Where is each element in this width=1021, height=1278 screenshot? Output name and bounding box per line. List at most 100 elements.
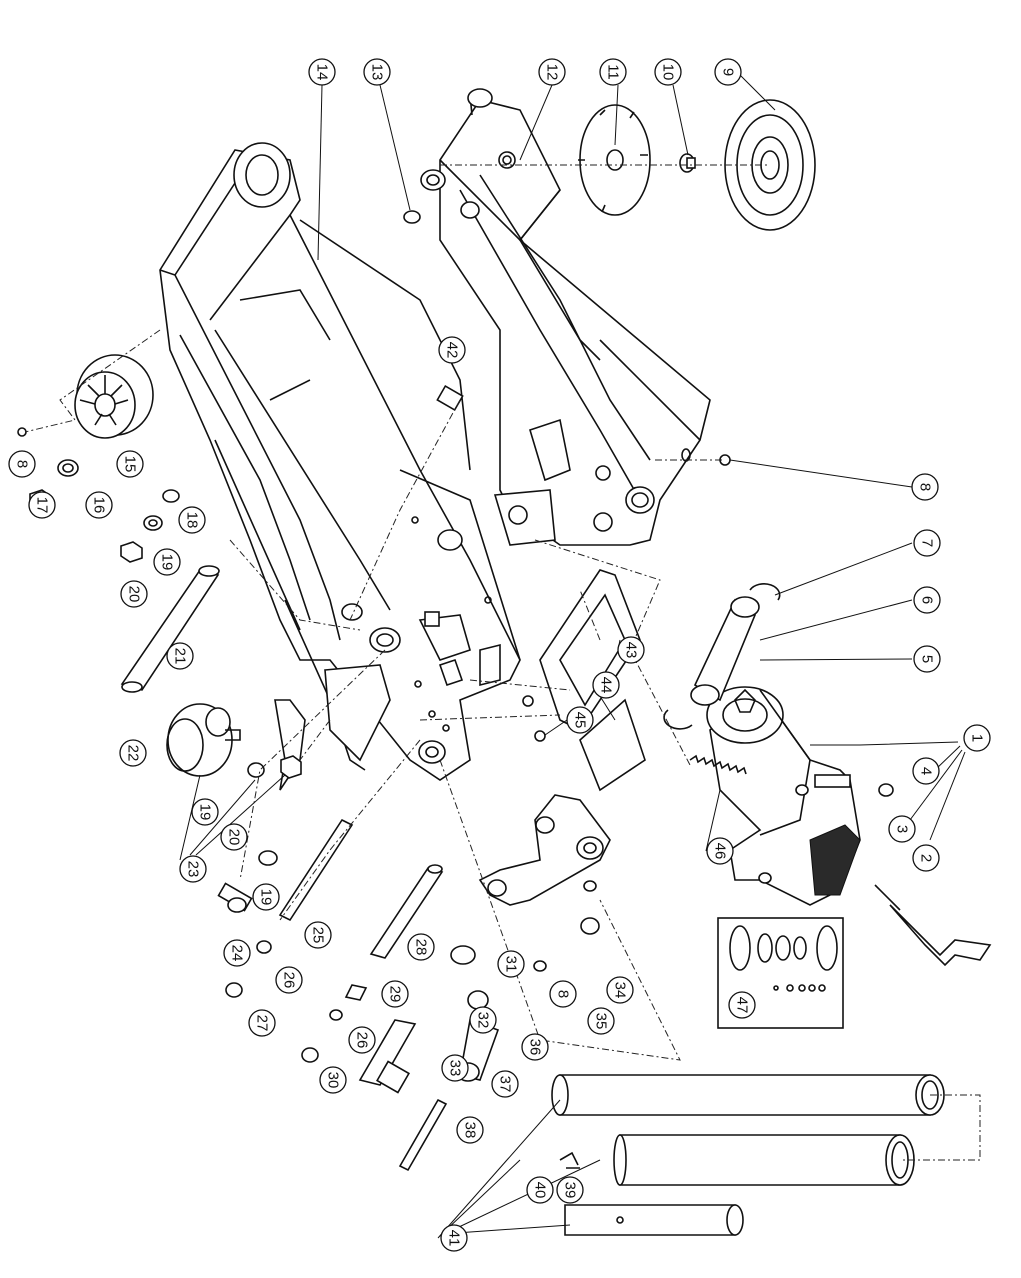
callout-number: 20	[226, 829, 243, 846]
callout-number: 3	[894, 825, 911, 833]
callout-circle	[308, 58, 336, 86]
axle-part-21	[120, 565, 220, 693]
callout-circle	[706, 837, 734, 865]
callout-circle	[85, 491, 113, 519]
callout-number: 22	[125, 745, 142, 762]
callout-circle	[913, 586, 941, 614]
callout-12: 12	[538, 58, 566, 86]
callout-number: 41	[446, 1230, 463, 1247]
callout-circle	[275, 966, 303, 994]
callout-40: 40	[526, 1176, 554, 1204]
seal-kit-part-47	[717, 917, 844, 1029]
callout-number: 31	[503, 956, 520, 973]
cylinder-part-6	[690, 596, 760, 706]
callout-number: 26	[354, 1032, 371, 1049]
callout-number: 32	[475, 1012, 492, 1029]
callout-number: 4	[918, 767, 935, 775]
callout-circle	[963, 724, 991, 752]
callout-circle	[220, 823, 248, 851]
callout-number: 20	[126, 586, 143, 603]
callout-circle	[617, 636, 645, 664]
callout-circle	[304, 921, 332, 949]
callout-number: 42	[444, 342, 461, 359]
ring-part-7	[663, 583, 781, 730]
callout-circle	[116, 450, 144, 478]
callout-number: 38	[462, 1122, 479, 1139]
main-frame-part-14	[159, 142, 521, 781]
callout-47: 47	[728, 991, 756, 1019]
callout-number: 6	[919, 596, 936, 604]
callout-14: 14	[308, 58, 336, 86]
callout-circle	[191, 798, 219, 826]
callout-7: 7	[913, 529, 941, 557]
callout-number: 14	[314, 64, 331, 81]
callout-number: 43	[623, 642, 640, 659]
callout-number: 27	[254, 1015, 271, 1032]
callout-number: 8	[917, 483, 934, 491]
callout-number: 13	[369, 64, 386, 81]
callout-circle	[456, 1116, 484, 1144]
callout-number: 15	[122, 456, 139, 473]
bolt-part-42	[436, 384, 464, 412]
lift-arm-part-12	[420, 88, 711, 546]
callout-number: 11	[605, 64, 622, 80]
callout-number: 30	[325, 1072, 342, 1089]
callout-circle	[119, 739, 147, 767]
callout-circle	[497, 950, 525, 978]
callout-circle	[8, 450, 36, 478]
callout-number: 21	[172, 648, 189, 665]
callout-46: 46	[706, 837, 734, 865]
callout-36: 36	[521, 1033, 549, 1061]
callout-circle	[728, 991, 756, 1019]
spring-part-46	[689, 754, 747, 775]
leader-lines	[179, 74, 966, 1239]
callout-number: 19	[258, 889, 275, 906]
callout-number: 29	[387, 986, 404, 1003]
callout-circle	[441, 1054, 469, 1082]
callout-number: 45	[572, 712, 589, 729]
rear-wheel-part-15	[74, 354, 154, 439]
callout-number: 24	[229, 945, 246, 962]
callout-4: 4	[912, 757, 940, 785]
callout-circle	[912, 757, 940, 785]
callout-number: 39	[562, 1182, 579, 1199]
callout-31: 31	[497, 950, 525, 978]
callout-25: 25	[304, 921, 332, 949]
callout-circle	[654, 58, 682, 86]
callout-39: 39	[556, 1176, 584, 1204]
callout-number: 18	[184, 512, 201, 529]
callout-16: 16	[85, 491, 113, 519]
lever-bracket-part-35	[478, 794, 611, 935]
callout-circle	[606, 976, 634, 1004]
callout-circle	[438, 336, 466, 364]
callout-circle	[526, 1176, 554, 1204]
callout-8: 8	[911, 473, 939, 501]
callout-number: 47	[734, 997, 751, 1014]
callout-circle	[28, 491, 56, 519]
callout-circle	[714, 58, 742, 86]
callout-28: 28	[407, 933, 435, 961]
callout-circle	[153, 548, 181, 576]
callout-1: 1	[963, 724, 991, 752]
callout-circle	[120, 580, 148, 608]
callout-circle	[166, 642, 194, 670]
callout-number: 2	[918, 854, 935, 862]
callout-number: 8	[555, 990, 572, 998]
callout-37: 37	[491, 1070, 519, 1098]
callout-number: 35	[593, 1013, 610, 1030]
callout-19: 19	[191, 798, 219, 826]
callout-32: 32	[469, 1006, 497, 1034]
callout-24: 24	[223, 939, 251, 967]
callout-circle	[913, 529, 941, 557]
pad-part-44	[579, 698, 646, 792]
callout-15: 15	[116, 450, 144, 478]
callout-38: 38	[456, 1116, 484, 1144]
callout-circle	[521, 1033, 549, 1061]
callout-3: 3	[888, 815, 916, 843]
callout-circle	[178, 506, 206, 534]
callout-13: 13	[363, 58, 391, 86]
callout-19: 19	[153, 548, 181, 576]
saddle-pin-part-10	[679, 153, 696, 173]
